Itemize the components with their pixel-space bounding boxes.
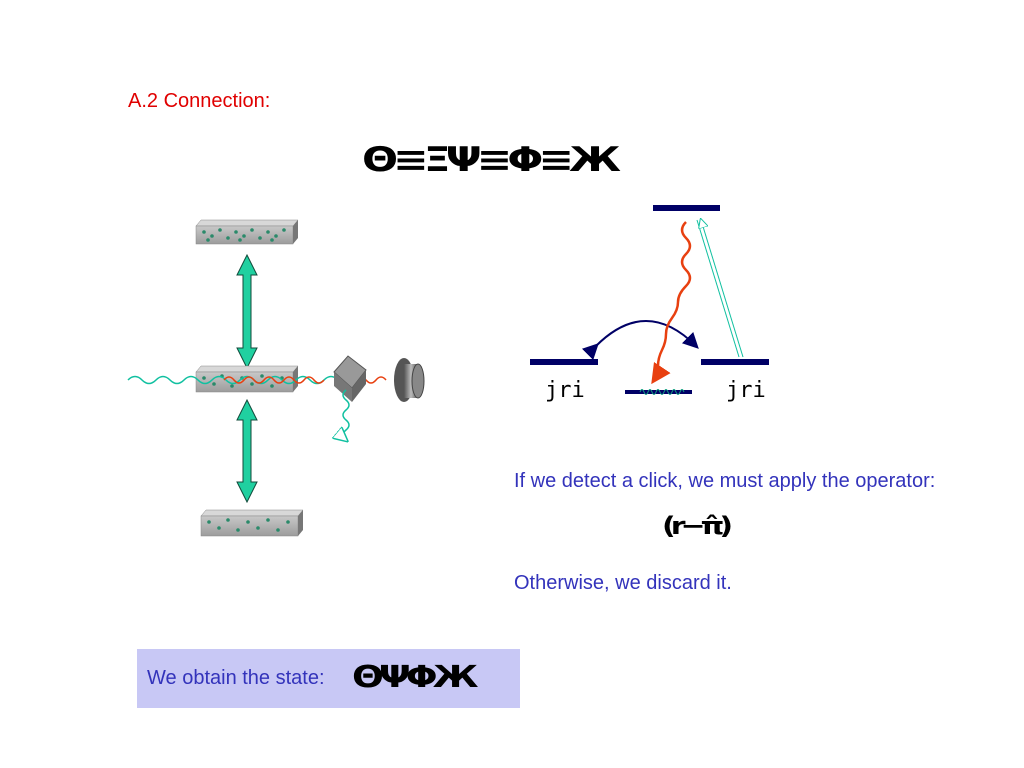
click-instruction: If we detect a click, we must apply the …	[514, 470, 936, 492]
ground-level-right	[701, 359, 769, 365]
atomic-ensemble-bottom	[200, 509, 304, 537]
excitation-line-a	[696, 219, 740, 358]
excitation-line-b	[701, 220, 744, 358]
formula-top: Θ≡ΞΨ≡Φ≡Ж	[362, 140, 621, 180]
state-formula: ΘΨΦЖ	[352, 660, 479, 695]
ket-left: jri	[545, 378, 585, 403]
section-title: A.2 Connection:	[128, 90, 271, 112]
red-decay-wave	[651, 221, 692, 385]
double-arrow-lower	[236, 398, 258, 504]
detector	[394, 358, 425, 402]
result-label: We obtain the state:	[147, 667, 325, 689]
green-photon-reflected	[343, 389, 350, 440]
operator-formula: (r−π̂)	[662, 512, 733, 540]
double-arrow-upper	[236, 253, 258, 370]
result-box	[137, 649, 520, 708]
filter-block	[333, 355, 367, 402]
ket-right: jri	[726, 378, 766, 403]
atomic-ensemble-top	[195, 219, 299, 245]
atomic-ensemble-middle	[195, 365, 299, 393]
discard-instruction: Otherwise, we discard it.	[514, 572, 732, 594]
green-photon-incoming	[127, 375, 353, 385]
coupling-arc	[581, 320, 699, 361]
ground-level-left	[530, 359, 598, 365]
red-photon-emitted	[223, 376, 325, 384]
cavity-photon-wave	[639, 389, 685, 395]
excited-level	[653, 205, 720, 211]
cavity-level	[625, 390, 692, 394]
